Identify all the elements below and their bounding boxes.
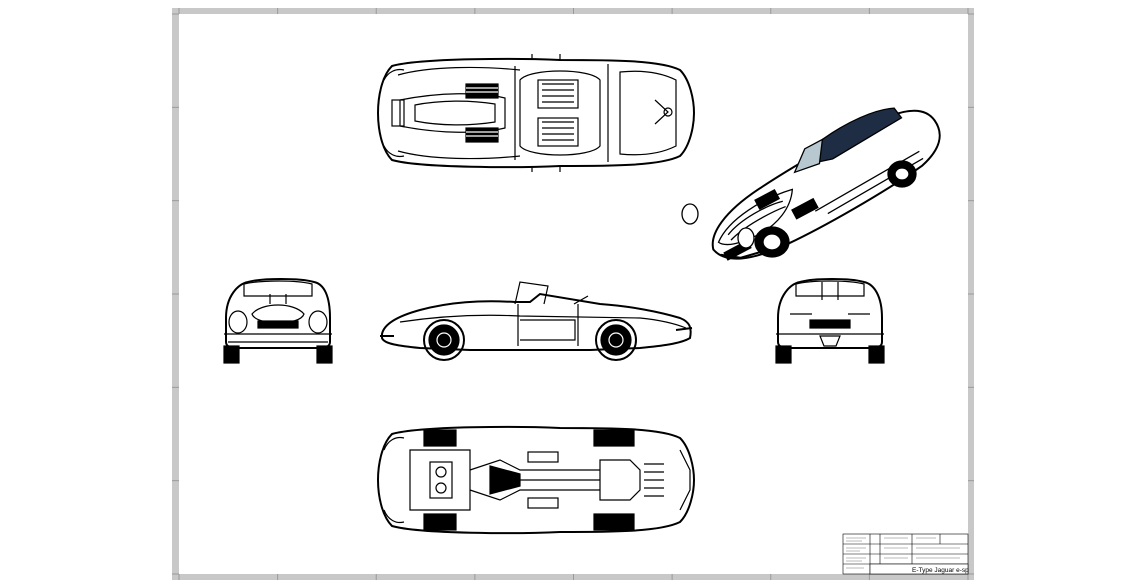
title-block-title: E-Type Jaguar e-sp [912, 567, 969, 574]
side-view [380, 281, 693, 361]
isometric-view [681, 107, 941, 261]
sheet-frame [172, 8, 974, 580]
title-block [842, 533, 969, 575]
top-view [376, 54, 696, 172]
front-view [223, 278, 333, 364]
rear-view [775, 278, 885, 364]
bottom-view [376, 425, 696, 535]
